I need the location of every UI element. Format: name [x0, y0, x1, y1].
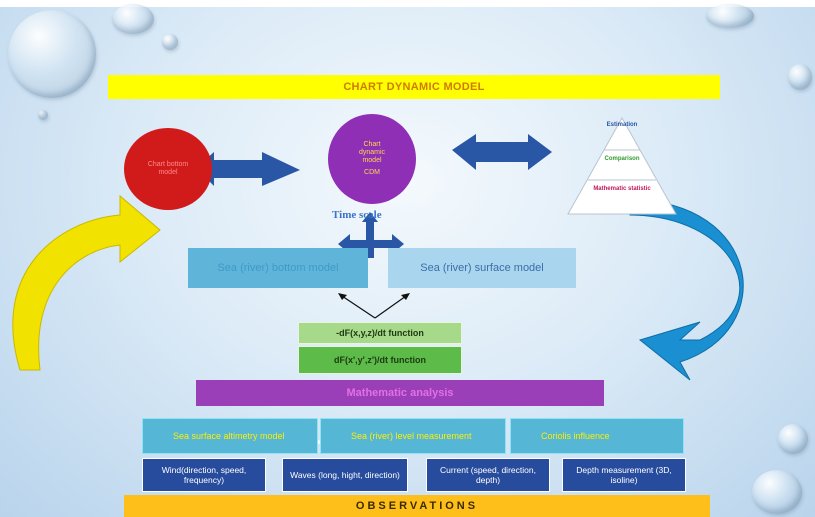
left-node-label: Chart bottom model: [147, 161, 189, 176]
sea-bottom-model-box: Sea (river) bottom model: [188, 248, 368, 288]
pyramid-level-bottom: Mathematic statistic: [593, 186, 651, 192]
water-drop-decoration: [706, 4, 754, 28]
obs-coriolis-box: Coriolis influence: [510, 418, 684, 454]
yellow-curved-arrow: [12, 194, 161, 371]
center-node-abbr: CDM: [364, 169, 380, 176]
four-way-arrow: [338, 212, 404, 258]
chart-dynamic-model-node: Chart dynamic model CDM: [328, 114, 416, 204]
link-arrowhead-right: [401, 293, 410, 300]
link-arrow-right: [374, 295, 407, 319]
obs-level-box: Sea (river) level measurement: [320, 418, 506, 454]
obs-current-box: Current (speed, direction, depth): [426, 458, 550, 492]
obs-wind-box: Wind(direction, speed, frequency): [142, 458, 266, 492]
mathematic-analysis-bar: Mathematic analysis: [196, 380, 604, 406]
observations-bar: OBSERVATIONS: [124, 495, 710, 517]
function-box-1: -dF(x,y,z)/dt function: [298, 322, 462, 344]
double-arrow-left: [196, 152, 300, 186]
double-arrow-right: [452, 134, 552, 170]
sea-surface-model-box: Sea (river) surface model: [388, 248, 576, 288]
water-drop-decoration: [8, 10, 96, 98]
pyramid-level-top: Estimation: [606, 122, 638, 128]
link-arrowhead-left: [338, 293, 347, 300]
water-drop-decoration: [788, 64, 812, 90]
function-box-2: dF(x',y',z')/dt function: [298, 346, 462, 374]
chart-bottom-model-node: Chart bottom model: [124, 128, 212, 210]
water-drop-decoration: [162, 34, 178, 50]
water-drop-decoration: [778, 424, 808, 454]
water-drop-decoration: [38, 110, 48, 120]
title-banner: CHART DYNAMIC MODEL: [108, 75, 720, 99]
obs-depth-box: Depth measurement (3D, isoline): [562, 458, 686, 492]
pyramid-level-middle: Comparison: [604, 156, 640, 162]
link-arrow-left: [341, 295, 376, 319]
obs-waves-box: Waves (long, hight, direction): [282, 458, 408, 492]
top-strip: [0, 0, 815, 7]
diagram-title: CHART DYNAMIC MODEL: [343, 81, 485, 93]
water-drop-decoration: [752, 470, 802, 514]
center-node-label: Chart dynamic model: [358, 141, 386, 164]
obs-altimetry-box: Sea surface altimetry model: [142, 418, 318, 454]
water-drop-decoration: [112, 4, 154, 34]
pyramid-shape: [567, 116, 677, 215]
time-scale-label: Time scale: [332, 209, 382, 221]
blue-curved-arrow: [629, 199, 744, 381]
